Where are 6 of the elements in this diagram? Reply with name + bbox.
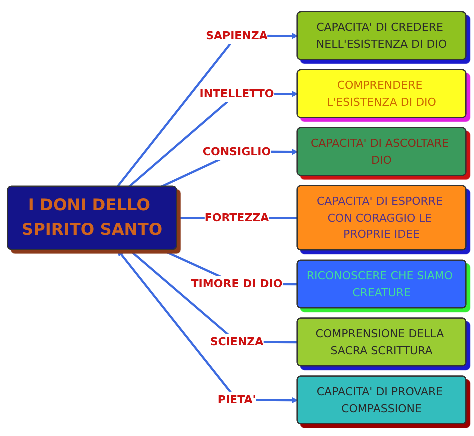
edge-label: CONSIGLIO [202, 144, 272, 158]
edge-label: PIETA' [218, 393, 256, 407]
edge-label: TIMORE DI DIO [191, 277, 283, 291]
edge-label: INTELLETTO [200, 87, 274, 100]
edge-label: SAPIENZA [206, 29, 268, 42]
edge-label: SCIENZA [210, 335, 264, 349]
